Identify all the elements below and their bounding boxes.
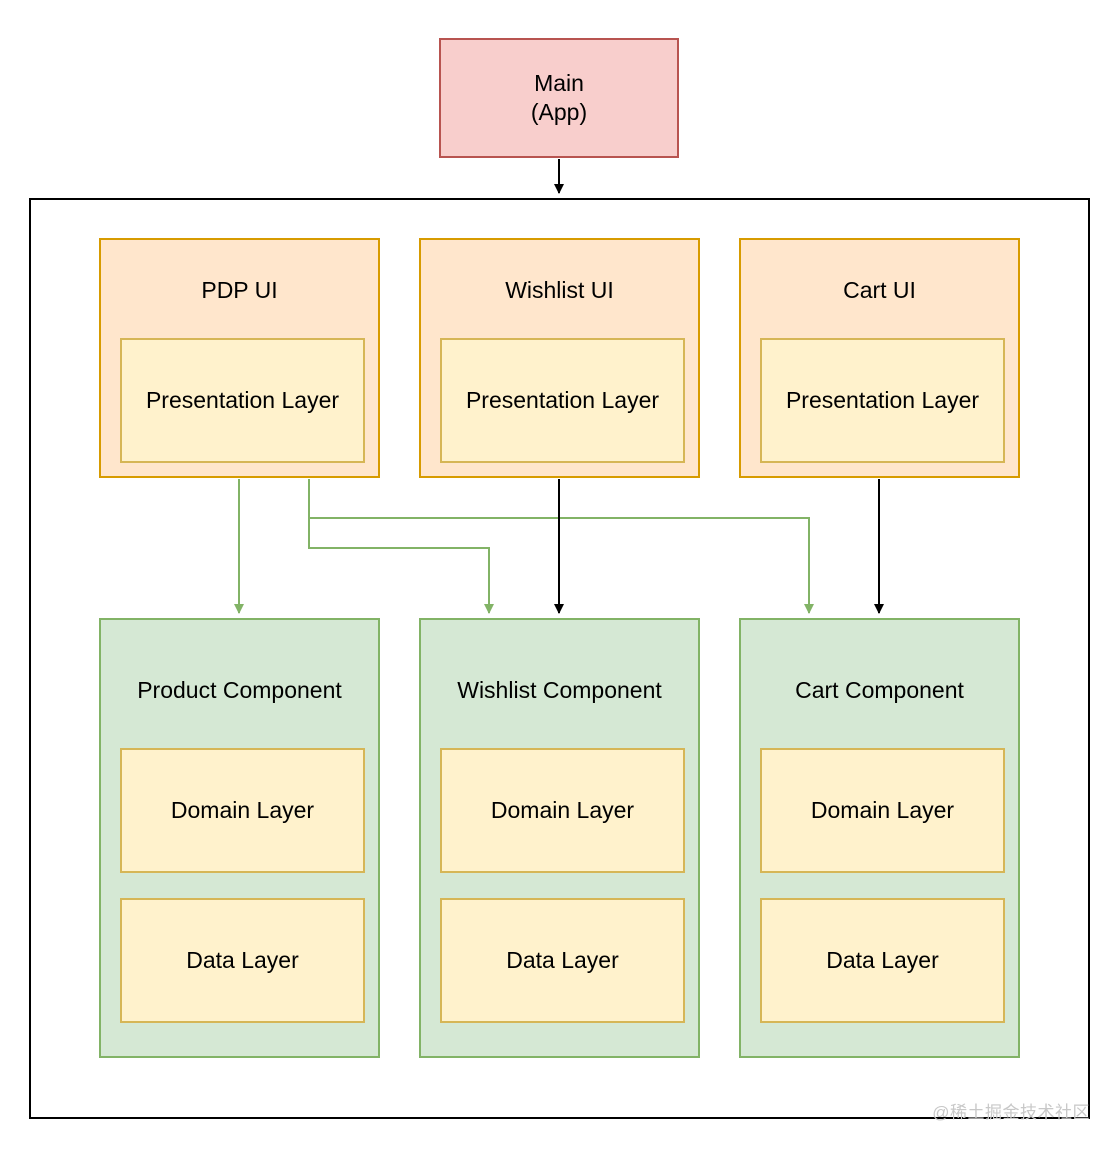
wishlist-ui-title: Wishlist UI	[505, 277, 614, 303]
main-app-sublabel: (App)	[530, 99, 588, 125]
wishlist-data-layer: Data Layer	[440, 898, 685, 1023]
pdp-ui-title: PDP UI	[201, 277, 278, 303]
modules-container	[29, 198, 1090, 1119]
product-data-layer: Data Layer	[120, 898, 365, 1023]
cart-ui-title: Cart UI	[843, 277, 916, 303]
pdp-ui-module: PDP UI Presentation Layer	[99, 238, 380, 478]
cart-component-title: Cart Component	[795, 677, 964, 703]
product-domain-layer: Domain Layer	[120, 748, 365, 873]
cart-presentation-layer: Presentation Layer	[760, 338, 1005, 463]
wishlist-component: Wishlist Component Domain Layer Data Lay…	[419, 618, 700, 1058]
watermark: @稀土掘金技术社区	[932, 1103, 1090, 1122]
main-app-label: Main	[534, 70, 584, 96]
wishlist-domain-layer: Domain Layer	[440, 748, 685, 873]
cart-component: Cart Component Domain Layer Data Layer	[739, 618, 1020, 1058]
cart-ui-module: Cart UI Presentation Layer	[739, 238, 1020, 478]
wishlist-ui-module: Wishlist UI Presentation Layer	[419, 238, 700, 478]
wishlist-presentation-layer: Presentation Layer	[440, 338, 685, 463]
product-component: Product Component Domain Layer Data Laye…	[99, 618, 380, 1058]
cart-domain-layer: Domain Layer	[760, 748, 1005, 873]
product-component-title: Product Component	[137, 677, 342, 703]
pdp-presentation-layer: Presentation Layer	[120, 338, 365, 463]
cart-data-layer: Data Layer	[760, 898, 1005, 1023]
main-app-node: Main (App)	[439, 38, 679, 158]
wishlist-component-title: Wishlist Component	[457, 677, 662, 703]
